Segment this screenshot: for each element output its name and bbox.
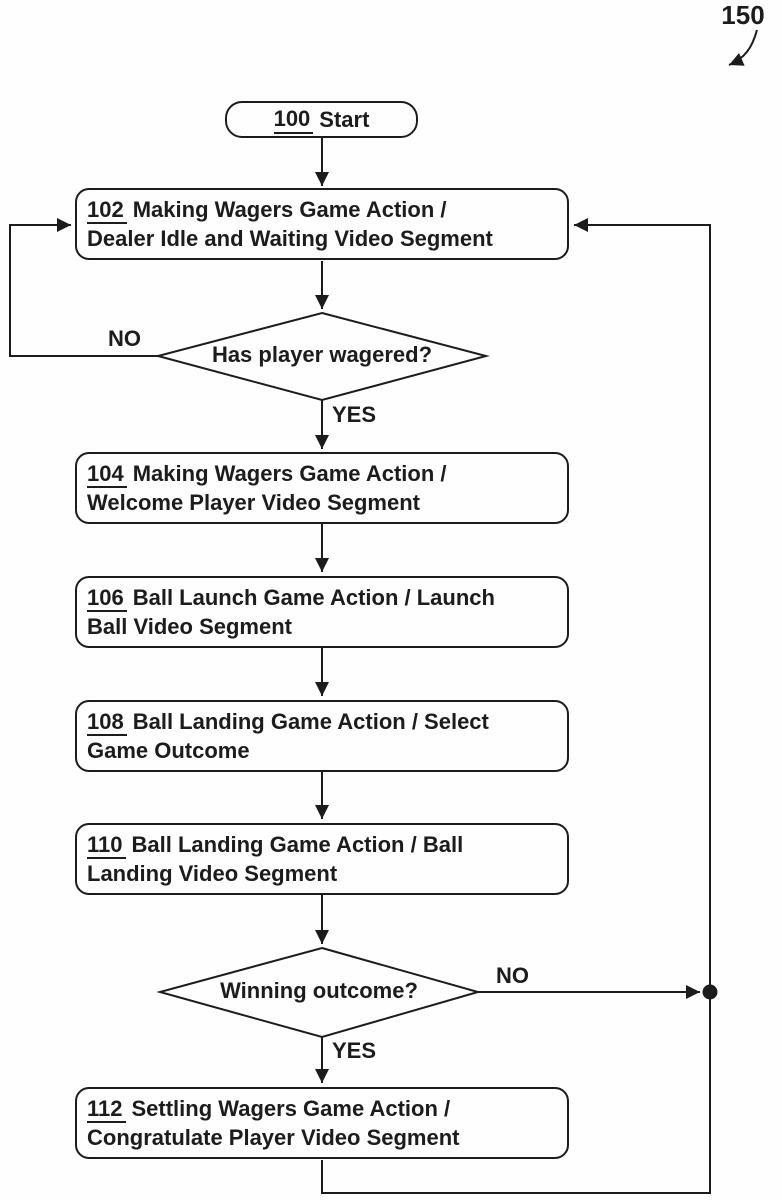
node-text-line1: Making Wagers Game Action /	[132, 197, 447, 222]
node-text-line2: Dealer Idle and Waiting Video Segment	[87, 226, 493, 251]
node-text-line2: Ball Video Segment	[87, 614, 292, 639]
edge-112-return-loop	[321, 218, 711, 1194]
node-text-line1: Ball Launch Game Action / Launch	[132, 585, 495, 610]
node-number: 100	[273, 106, 314, 134]
node-text-line2: Congratulate Player Video Segment	[87, 1125, 460, 1150]
decision1-no-label: NO	[108, 326, 141, 351]
decision2-no-label: NO	[496, 963, 529, 988]
node-number: 104	[87, 461, 127, 488]
node-100-start: 100 Start	[225, 101, 418, 138]
decision1-yes-label: YES	[332, 402, 377, 427]
decision1-question: Has player wagered?	[211, 342, 433, 367]
node-text-line2: Landing Video Segment	[87, 861, 338, 886]
decision2-diamond	[156, 946, 482, 1039]
node-text-line1: Ball Landing Game Action / Select	[132, 709, 489, 734]
node-number: 108	[87, 709, 127, 736]
node-text-line1: Making Wagers Game Action /	[132, 461, 447, 486]
node-number: 110	[87, 832, 126, 859]
node-number: 112	[87, 1096, 126, 1123]
figure-ref-label: 150	[721, 0, 765, 30]
decision2-question: Winning outcome?	[220, 978, 418, 1003]
node-text-line1: Ball Landing Game Action / Ball	[131, 832, 464, 857]
decision2-yes-label: YES	[332, 1038, 377, 1063]
edge-decision1-no-loop	[9, 218, 158, 357]
decision1-diamond	[154, 311, 490, 402]
node-text-line1: Settling Wagers Game Action /	[131, 1096, 451, 1121]
node-text-line2: Game Outcome	[87, 738, 250, 763]
node-text-line2: Welcome Player Video Segment	[87, 490, 420, 515]
junction-dot	[702, 984, 718, 1000]
node-number: 102	[87, 197, 127, 224]
node-number: 106	[87, 585, 127, 612]
figure-ref-curved-arrow-icon	[728, 29, 758, 66]
node-title: Start	[319, 106, 370, 132]
